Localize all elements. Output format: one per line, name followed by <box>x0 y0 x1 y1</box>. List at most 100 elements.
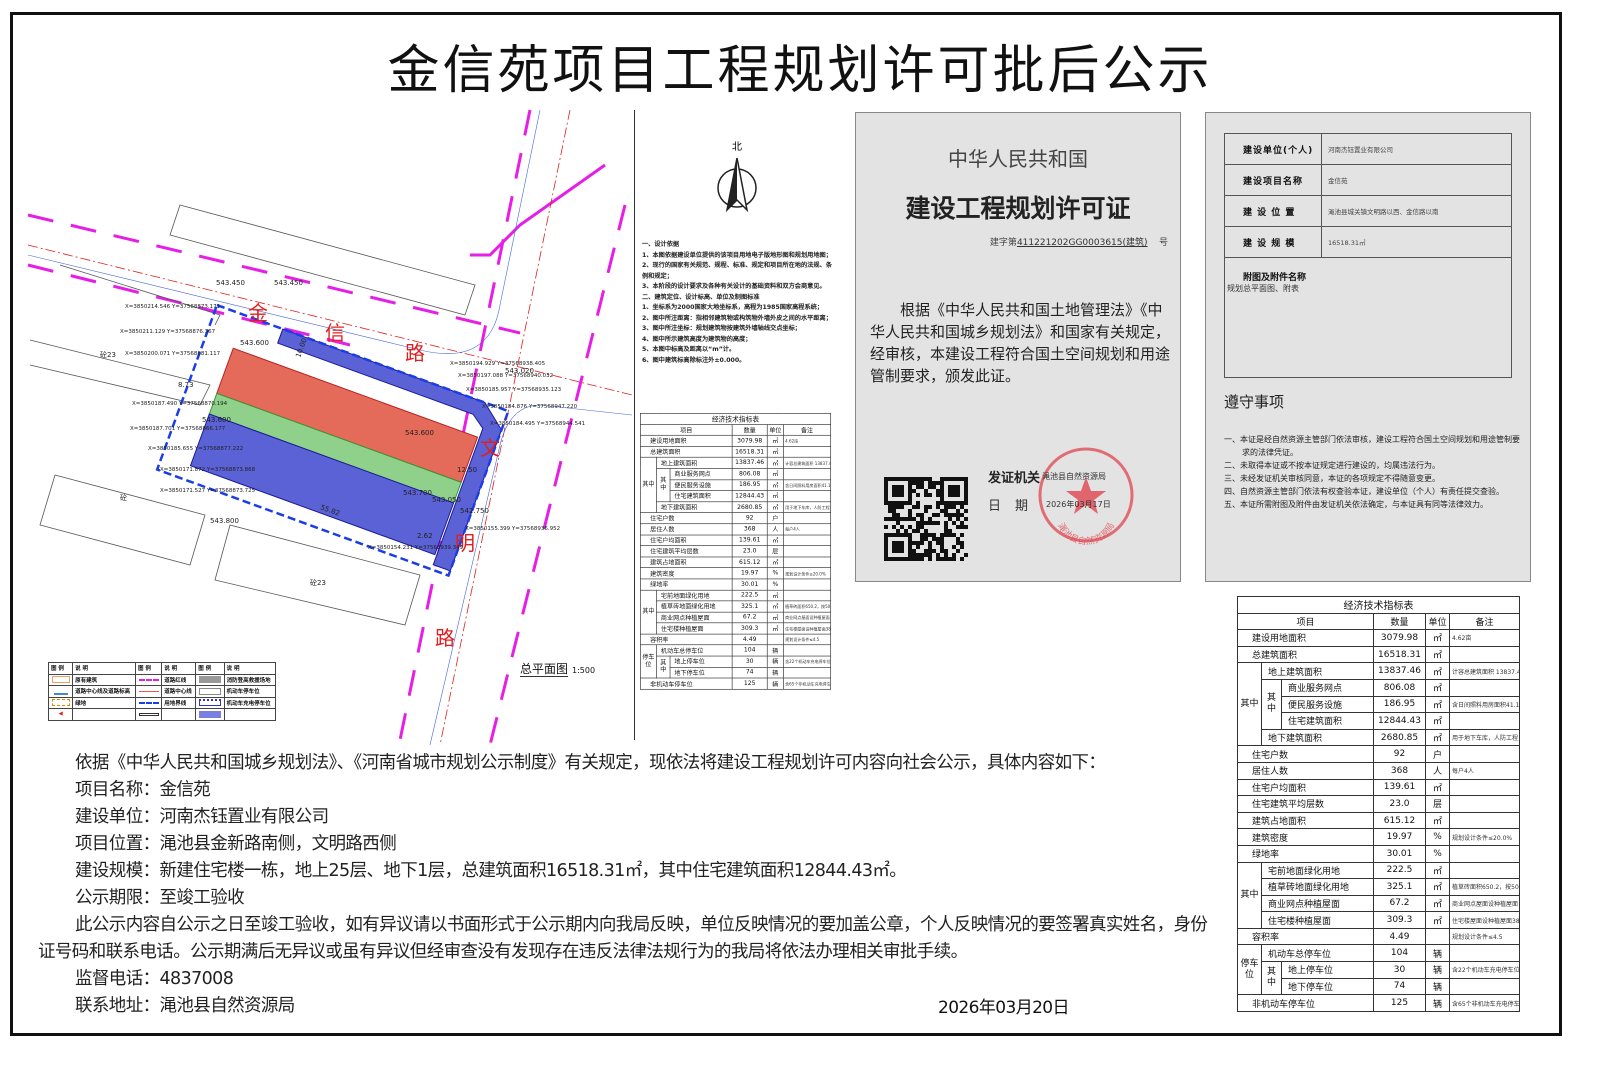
notice-objection: 此公示内容自公示之日至竣工验收，如有异议请以书面形式于公示期内向我局反映，单位反… <box>38 915 1208 962</box>
cell-note: 商业网点屋面设种植屋面 <box>1449 894 1520 913</box>
cell-item: 地上停车位 <box>1281 961 1374 979</box>
cell-item: 总建筑面积 <box>640 446 733 458</box>
note-line: 4、图中所示建筑高度为建筑物的高度； <box>642 335 752 343</box>
attach-label: 附图及附件名称 <box>1243 273 1307 283</box>
cell-group: 停车位 <box>1237 944 1262 996</box>
cell-note <box>1449 944 1520 963</box>
elevation-label: 543.600 <box>202 416 231 424</box>
cell-note <box>783 556 832 569</box>
legend-swatch <box>135 673 163 686</box>
north-arrow-icon: 北 <box>717 141 757 213</box>
cell-note <box>1449 712 1520 730</box>
cell-qty: 12844.43 <box>731 490 768 502</box>
elevation-label: 543.020 <box>505 367 534 375</box>
coordinate-label: X=3850184.876 Y=37568947.220 <box>482 404 578 410</box>
legend-swatch: ◀ <box>47 708 74 721</box>
cell-unit: % <box>766 567 784 580</box>
legend-label: 机动车充电停车位 <box>223 696 277 709</box>
cell-item: 宅前地面绿化用地 <box>656 589 733 602</box>
note-line: 6、图中建筑标高除标注外±0.000。 <box>642 356 746 364</box>
note-line: 5、本图中标高及距离以“m”计。 <box>642 346 736 353</box>
cell-note: 商业网点屋面设种植屋面 <box>783 611 832 624</box>
cell-item: 商业服务网点 <box>1281 678 1374 697</box>
permit-number-prefix: 建字第 <box>989 238 1017 248</box>
attachment-row: 建 设 位 置渑池县城关镇文明路以西、金信路以南 <box>1224 195 1512 227</box>
cell-note <box>1449 977 1520 996</box>
cell-unit: ㎡ <box>766 600 784 613</box>
cell-unit: % <box>1425 844 1450 863</box>
cell-unit: ㎡ <box>1425 878 1450 896</box>
cell-note <box>783 512 832 525</box>
header-qty: 数量 <box>1373 612 1426 631</box>
cell-note <box>783 644 832 657</box>
table-title-row: 经济技术指标表 <box>640 413 832 425</box>
elevation-label: 543.800 <box>210 517 239 525</box>
legend-header: 图 例 <box>135 662 163 675</box>
cell-unit: ㎡ <box>1425 778 1450 797</box>
cell-qty: 368 <box>731 523 768 536</box>
notice-address: 联系地址：渑池县自然资源局 <box>75 996 295 1016</box>
notice-builder: 建设单位：河南杰钰置业有限公司 <box>75 807 329 827</box>
notice-project-name: 项目名称：金信苑 <box>75 780 211 800</box>
cell-qty: 368 <box>1373 761 1426 780</box>
cell-unit: ㎡ <box>766 589 784 602</box>
legend-label: 机动车停车位 <box>223 685 277 698</box>
cell-unit: 人 <box>1425 761 1450 780</box>
cell-note: 含65个非机动车充电停车位 <box>783 677 832 690</box>
publication-date: 2026年03月20日 <box>938 998 1070 1018</box>
header-note: 备注 <box>1449 612 1520 631</box>
cell-item: 绿地率 <box>1237 844 1374 863</box>
road-lines <box>27 109 627 745</box>
cell-item: 建设用地面积 <box>640 435 733 447</box>
cell-item: 绿地率 <box>640 578 733 591</box>
coordinate-label: X=3850194.929 Y=37568938.405 <box>450 361 546 367</box>
cell-item: 住宅建筑面积 <box>1281 712 1374 730</box>
existing-buildings <box>29 204 476 626</box>
cell-item: 容积率 <box>640 633 733 646</box>
coordinate-label: X=3850200.071 Y=37568881.117 <box>125 351 221 357</box>
permit-country: 中华人民共和国 <box>948 147 1088 171</box>
permit-number-value: 411221202GG0003615(建筑) <box>1016 238 1148 248</box>
cell-qty: 806.08 <box>1373 678 1426 697</box>
cell-qty: 615.12 <box>731 556 768 569</box>
cell-item: 容积率 <box>1237 927 1374 946</box>
cell-unit: 户 <box>766 512 784 525</box>
elevation-label: 543.600 <box>405 429 434 437</box>
cell-qty: 16518.31 <box>1373 645 1426 664</box>
cell-item: 商业服务网点 <box>669 468 733 480</box>
cell-unit: ㎡ <box>1425 629 1450 647</box>
cell-qty: 309.3 <box>1373 911 1426 929</box>
cell-qty: 615.12 <box>1373 811 1426 830</box>
legend-label: 道路中心线 <box>161 685 197 698</box>
attachment-row: 建设单位(个人)河南杰钰置业有限公司 <box>1224 133 1512 165</box>
cell-note: 规划设计条件≤4.5 <box>783 633 832 646</box>
cell-item: 便民服务设施 <box>669 479 733 491</box>
cell-item: 住宅建筑平均层数 <box>1237 795 1374 813</box>
cell-item: 居住人数 <box>1237 761 1374 780</box>
table-title: 经济技术指标表 <box>1237 596 1520 614</box>
cell-item: 商业网点种植屋面 <box>1261 894 1374 913</box>
cell-qty: 30 <box>1373 961 1426 979</box>
dimension-label: 12.50 <box>457 466 477 474</box>
cell-item: 住宅户均面积 <box>1237 778 1374 797</box>
cell-unit: ㎡ <box>1425 645 1450 664</box>
permit-number-suffix: 号 <box>1158 238 1168 248</box>
road-name-label: 文 <box>480 436 500 460</box>
cell-note <box>783 446 832 458</box>
cell-qty: 125 <box>731 677 768 690</box>
